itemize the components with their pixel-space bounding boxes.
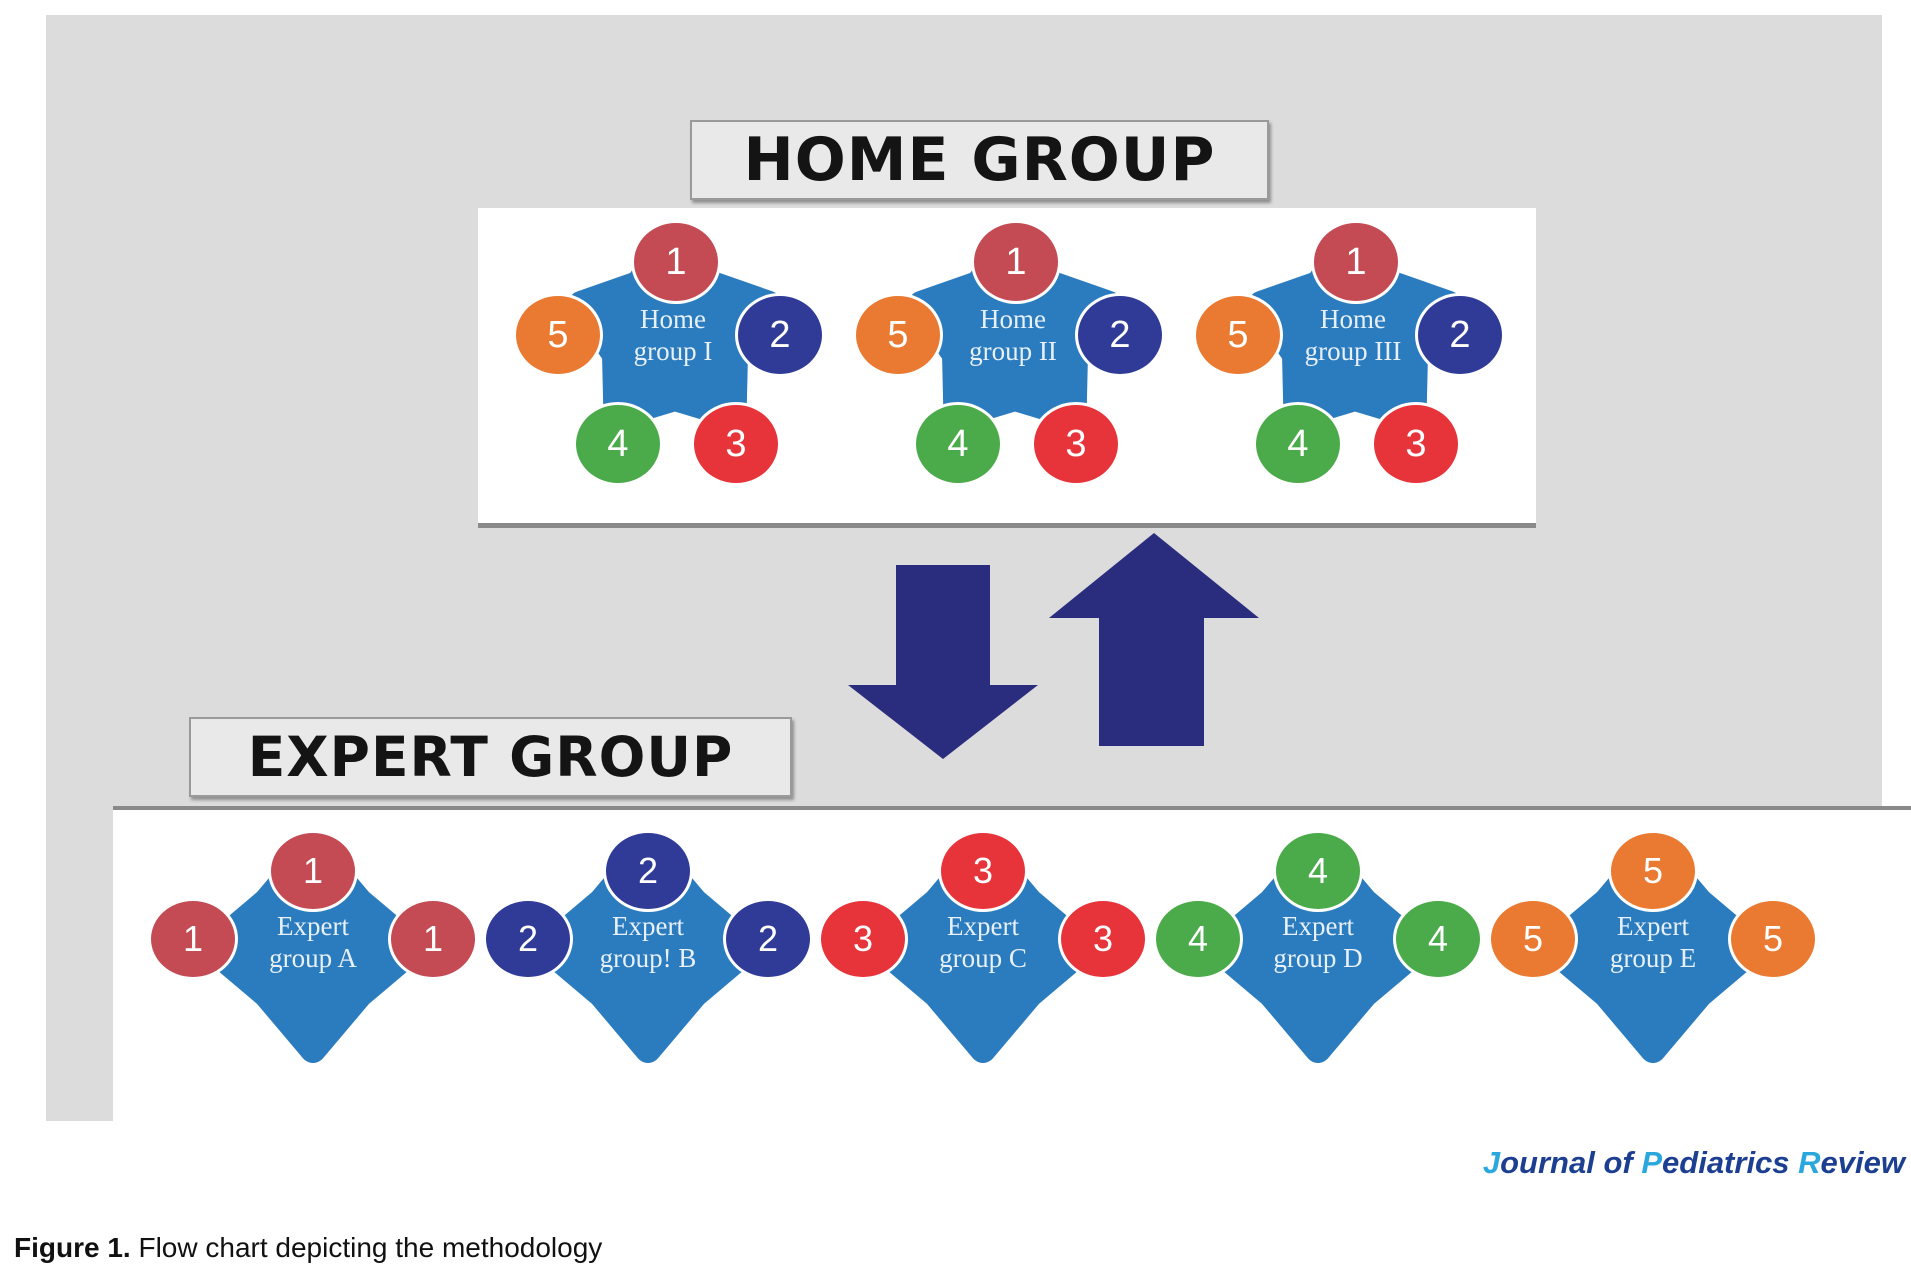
member-circle: 1 [631, 220, 721, 304]
member-circle: 5 [853, 293, 943, 377]
journal-initial-p: P [1641, 1145, 1663, 1180]
member-circle: 5 [1728, 898, 1818, 980]
member-circle: 2 [1075, 293, 1165, 377]
member-circle: 1 [148, 898, 238, 980]
member-circle: 2 [723, 898, 813, 980]
member-circle: 4 [1393, 898, 1483, 980]
member-circle: 3 [938, 830, 1028, 912]
expert-group-center-shape [868, 833, 1098, 1063]
member-circle: 1 [1311, 220, 1401, 304]
member-circle: 3 [818, 898, 908, 980]
expert-group-center-shape [198, 833, 428, 1063]
member-circle: 1 [388, 898, 478, 980]
member-circle: 4 [1153, 898, 1243, 980]
expert-group-label-line1: Expert [947, 911, 1019, 941]
member-circle: 5 [1608, 830, 1698, 912]
member-circle: 2 [603, 830, 693, 912]
journal-initial-j: J [1482, 1145, 1501, 1180]
figure-caption-label: Figure 1. [14, 1232, 131, 1263]
home-group-center-shape [567, 223, 783, 429]
expert-group-label-line1: Expert [612, 911, 684, 941]
journal-credit: Journal of Pediatrics Review [1483, 1145, 1905, 1181]
home-group-title: HOME GROUP [690, 120, 1269, 200]
figure-caption-text: Flow chart depicting the methodology [130, 1232, 603, 1263]
home-group-label: Home group II [938, 303, 1088, 367]
journal-initial-r: R [1798, 1145, 1821, 1180]
home-group-label-line1: Home [640, 304, 706, 334]
member-circle: 2 [483, 898, 573, 980]
member-circle: 3 [1058, 898, 1148, 980]
member-circle: 1 [971, 220, 1061, 304]
expert-group-label-line2: group E [1609, 943, 1697, 973]
home-group-label: Home group III [1278, 303, 1428, 367]
expert-group-center-shape [533, 833, 763, 1063]
journal-word-eview: eview [1820, 1145, 1905, 1180]
expert-group-label: Expert group D [1243, 910, 1393, 974]
member-circle: 2 [735, 293, 825, 377]
expert-group-center-shape [1203, 833, 1433, 1063]
home-group-label-line2: group III [1304, 336, 1402, 366]
journal-word-ournal-of: ournal of [1500, 1145, 1642, 1180]
expert-group-label-line1: Expert [277, 911, 349, 941]
expert-group-label: Expert group! B [573, 910, 723, 974]
member-circle: 2 [1415, 293, 1505, 377]
arrow-down-icon [848, 565, 1038, 759]
member-circle: 1 [268, 830, 358, 912]
home-group-center-shape [907, 223, 1123, 429]
member-circle: 3 [1371, 402, 1461, 486]
home-group-label-line1: Home [1320, 304, 1386, 334]
figure-caption: Figure 1. Flow chart depicting the metho… [14, 1232, 602, 1264]
expert-group-label: Expert group E [1578, 910, 1728, 974]
expert-group-label-line1: Expert [1617, 911, 1689, 941]
expert-group-title: EXPERT GROUP [189, 717, 792, 797]
member-circle: 5 [1193, 293, 1283, 377]
member-circle: 5 [1488, 898, 1578, 980]
expert-group-label-line2: group C [939, 943, 1027, 973]
member-circle: 3 [1031, 402, 1121, 486]
home-group-label-line2: group I [633, 336, 713, 366]
arrow-up-icon [1049, 533, 1259, 746]
member-circle: 4 [913, 402, 1003, 486]
expert-group-label: Expert group A [238, 910, 388, 974]
home-group-label-line2: group II [969, 336, 1057, 366]
expert-group-label-line2: group D [1273, 943, 1363, 973]
expert-group-center-shape [1538, 833, 1768, 1063]
expert-group-label: Expert group C [908, 910, 1058, 974]
home-group-label-line1: Home [980, 304, 1046, 334]
member-circle: 4 [573, 402, 663, 486]
expert-group-label-line2: group A [269, 943, 357, 973]
journal-word-ediatrics: ediatrics [1662, 1145, 1799, 1180]
expert-group-label-line1: Expert [1282, 911, 1354, 941]
home-group-label: Home group I [598, 303, 748, 367]
member-circle: 4 [1253, 402, 1343, 486]
member-circle: 3 [691, 402, 781, 486]
home-group-center-shape [1247, 223, 1463, 429]
member-circle: 5 [513, 293, 603, 377]
member-circle: 4 [1273, 830, 1363, 912]
expert-group-label-line2: group! B [599, 943, 697, 973]
